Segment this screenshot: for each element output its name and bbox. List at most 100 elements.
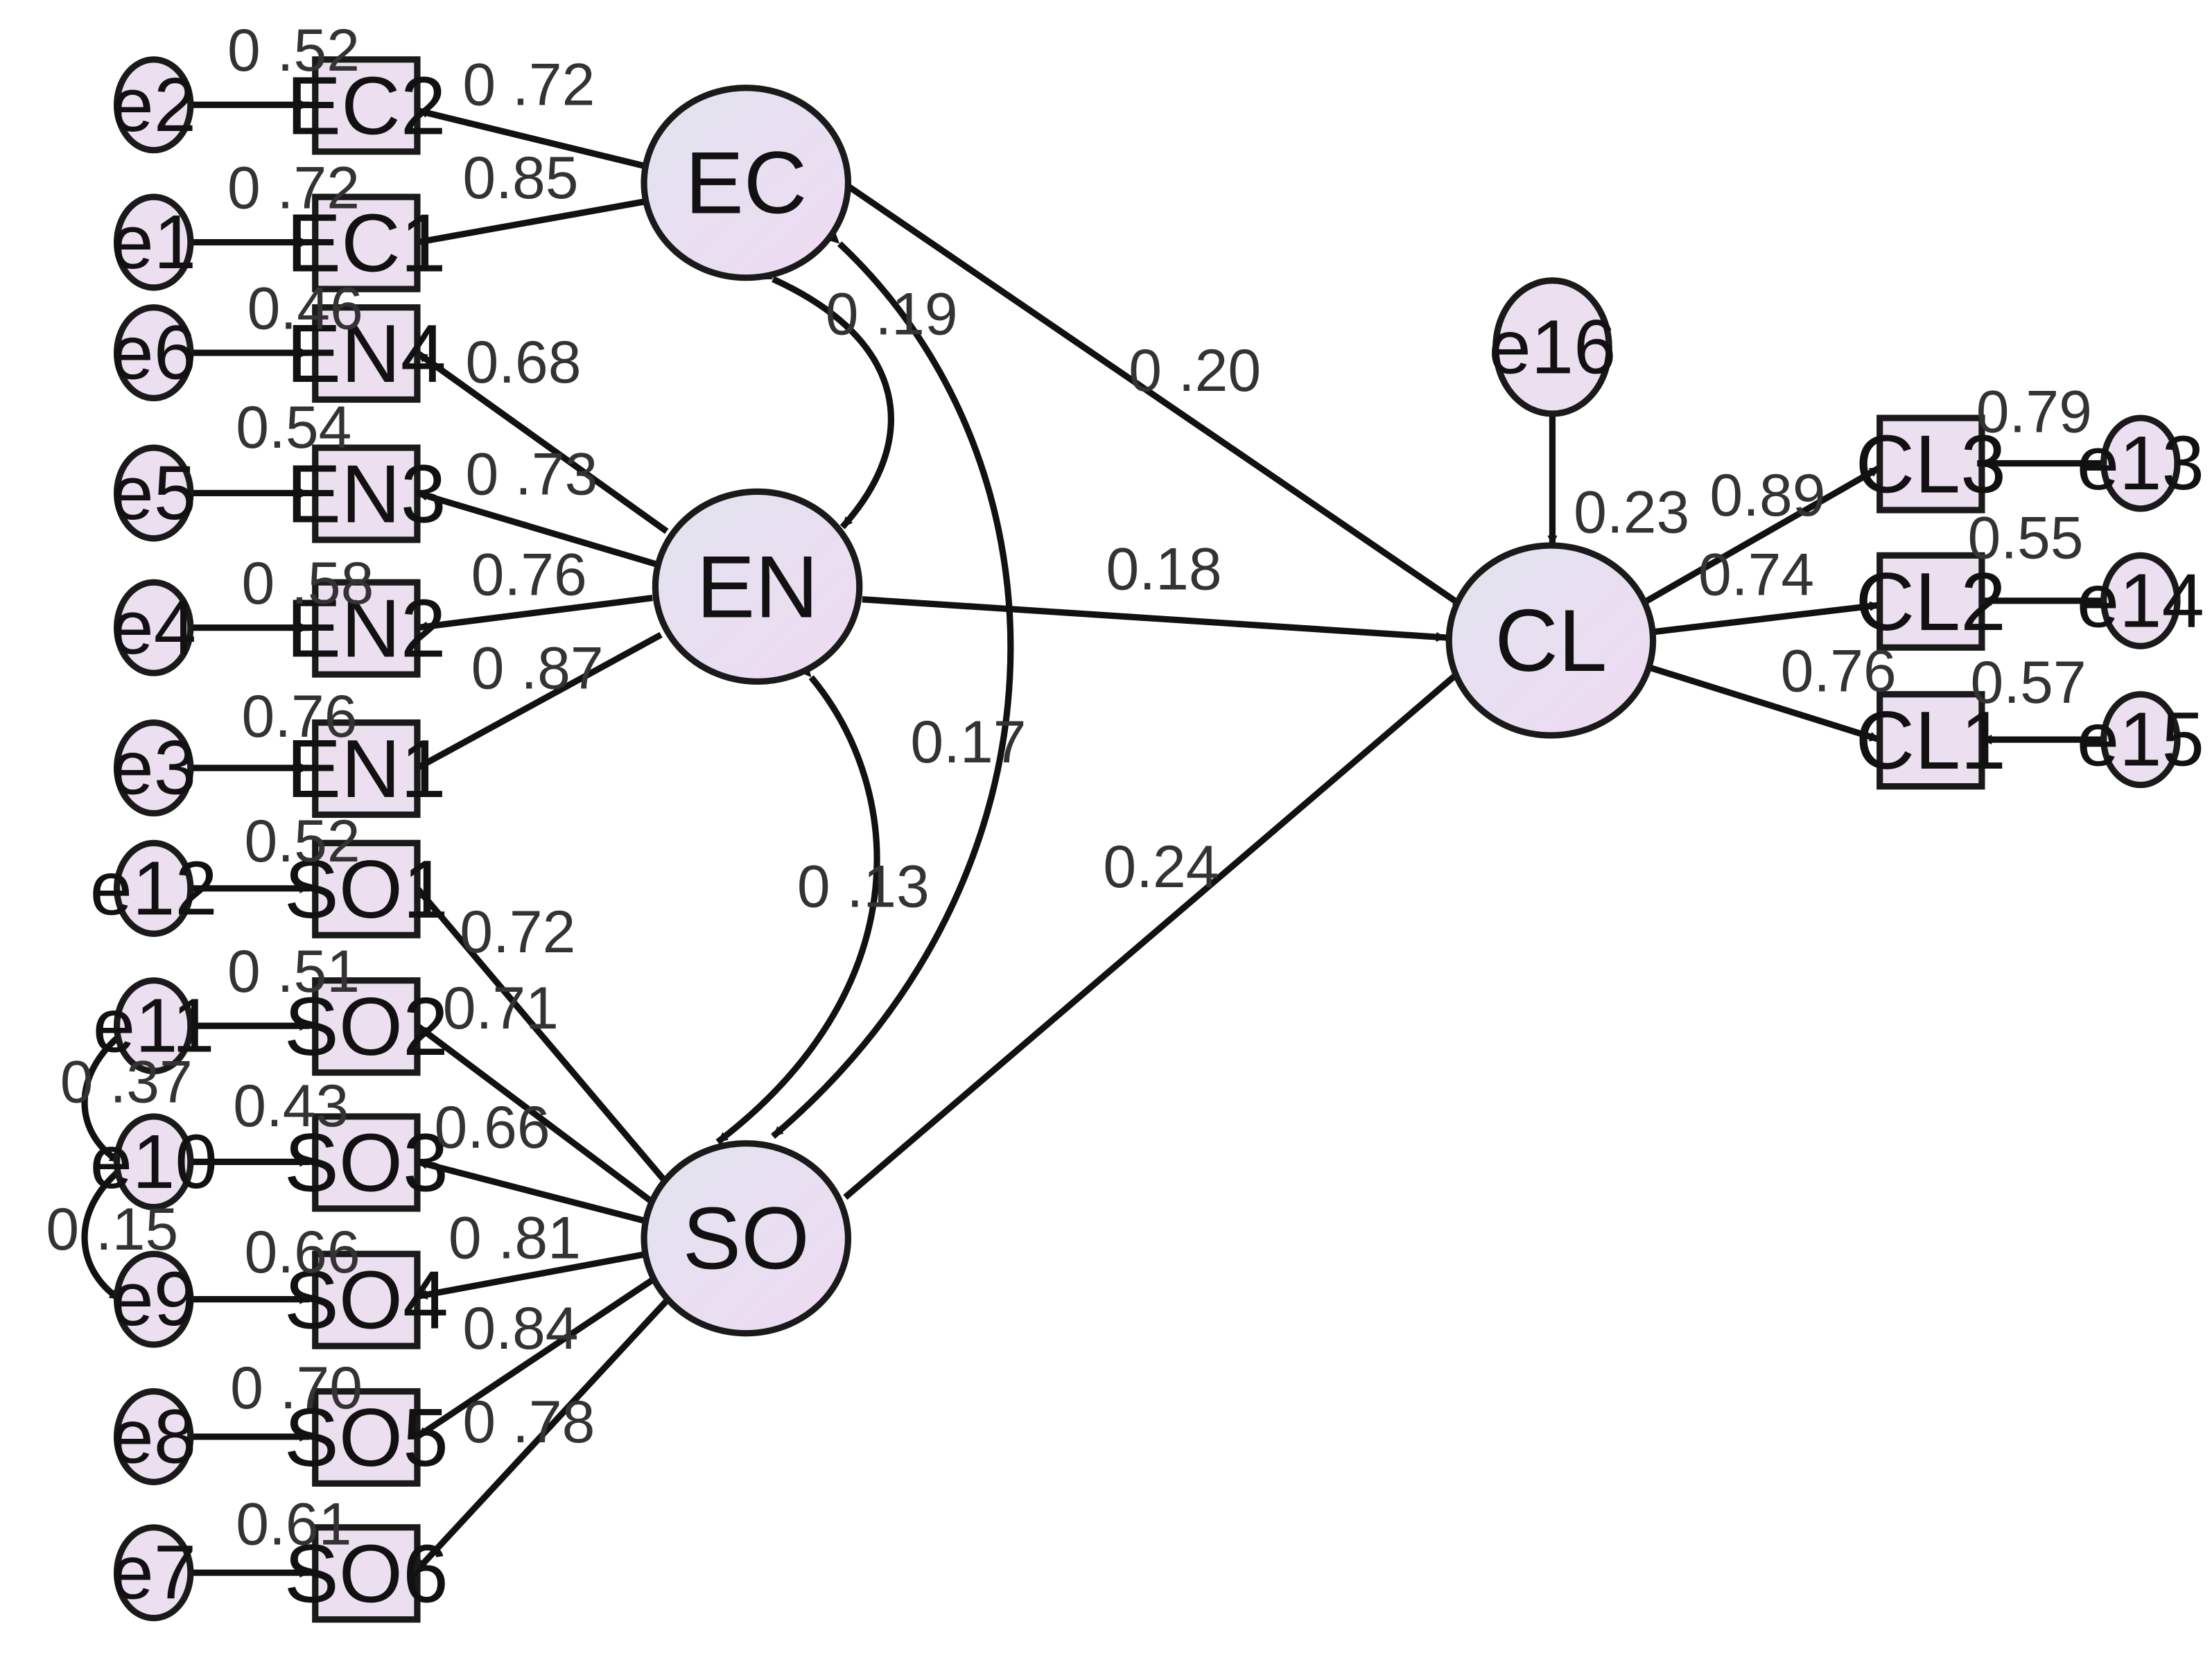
- indicator-cl2: CL2: [1856, 552, 2006, 651]
- cov-ec-so: [771, 233, 1014, 1139]
- cov-en-so-label: 0 .13: [797, 853, 930, 920]
- edge-cl-cl1: [1643, 663, 1881, 743]
- error-e10: e10: [90, 1113, 218, 1211]
- indicator-label: CL3: [1856, 419, 2007, 511]
- error-label: e15: [2077, 697, 2204, 782]
- r2-ec2: 0 .52: [227, 17, 360, 84]
- loading-en3: 0 .73: [465, 441, 598, 507]
- path-en-cl: 0.18: [1106, 536, 1222, 602]
- indicator-so2: SO2: [284, 977, 449, 1076]
- edge-ec-cl: [843, 181, 1465, 609]
- edge-en-cl: [862, 596, 1447, 642]
- loading-en2: 0.76: [471, 542, 587, 609]
- coefficient-labels: 0 .52 0 .72 0.46 0.54 0 .58 0.76 0.52 0 …: [46, 17, 2091, 1557]
- error-label: e3: [111, 726, 196, 811]
- r2-so5: 0 .70: [230, 1355, 363, 1422]
- error-label: e8: [111, 1394, 196, 1479]
- latent-label: EN: [697, 537, 819, 636]
- edge-en-en4: [415, 350, 669, 534]
- indicator-so4: SO4: [284, 1250, 449, 1349]
- latent-en: EN: [652, 488, 863, 685]
- loading-ec1: 0.85: [462, 145, 578, 211]
- edge-so-so6: [415, 1298, 670, 1573]
- loading-cl1: 0.76: [1781, 638, 1897, 705]
- indicator-label: EC1: [286, 198, 446, 290]
- loading-so5: 0.84: [462, 1295, 578, 1362]
- loading-so1: 0.72: [460, 899, 575, 965]
- edge-en-en2: [417, 595, 653, 631]
- r2-so2: 0 .51: [227, 938, 360, 1005]
- indicator-en2: EN2: [286, 579, 446, 678]
- indicator-so3: SO3: [284, 1113, 449, 1212]
- indicators: EC2 EC1 EN4 EN3 EN2 EN1 SO1 SO2 SO3 SO4 …: [284, 56, 2007, 1623]
- r2-so3: 0.43: [233, 1073, 349, 1139]
- error-e9: e9: [111, 1250, 196, 1348]
- indicator-label: EN1: [286, 724, 446, 815]
- edge-so-so1: [415, 886, 670, 1185]
- edge-so-cl: [843, 666, 1465, 1200]
- edge-so-so2: [415, 1023, 658, 1207]
- path-so-cl: 0.24: [1103, 834, 1219, 900]
- error-label: e10: [90, 1119, 218, 1205]
- cov-e11-e10: [81, 1025, 131, 1165]
- indicator-en3: EN3: [286, 444, 446, 543]
- indicator-label: SO2: [284, 981, 449, 1073]
- loading-cl2: 0.74: [1698, 542, 1814, 609]
- indicator-label: SO5: [284, 1392, 449, 1484]
- r2-cl2: 0.55: [1967, 505, 2083, 571]
- indicator-label: CL1: [1856, 695, 2007, 787]
- edges: [81, 100, 2104, 1578]
- indicator-label: SO6: [284, 1528, 449, 1620]
- indicator-cl3: CL3: [1856, 414, 2007, 514]
- indicator-label: EC2: [286, 60, 446, 152]
- latent-cl: CL: [1445, 542, 1657, 739]
- error-label: e14: [2077, 558, 2204, 643]
- indicator-label: EN3: [286, 448, 446, 540]
- edge-so-so4: [417, 1250, 647, 1300]
- error-e8: e8: [111, 1388, 196, 1485]
- r2-ec1: 0 .72: [227, 155, 360, 222]
- loading-so2: 0.71: [443, 975, 559, 1042]
- error-e14: e14: [2077, 552, 2204, 649]
- error-terms: e2 e1 e6 e5 e4 e3 e12 e11 e10 e9 e8 e7 e…: [90, 56, 2204, 1622]
- edge-cl-cl3: [1643, 464, 1881, 605]
- error-e1: e1: [111, 193, 196, 291]
- path-ec-cl: 0 .20: [1129, 338, 1261, 404]
- indicator-ec2: EC2: [286, 56, 446, 155]
- r2-cl: 0.23: [1574, 480, 1689, 546]
- error-label: e6: [111, 310, 196, 396]
- edge-en-en1: [415, 631, 663, 771]
- cov-ec-en-label: 0 .19: [826, 281, 958, 347]
- error-e6: e6: [111, 304, 196, 402]
- indicator-label: EN2: [286, 584, 446, 675]
- latent-so: SO: [641, 1140, 852, 1337]
- error-label: e11: [93, 983, 215, 1069]
- edge-en-en3: [416, 490, 656, 568]
- r2-en1: 0.76: [241, 683, 357, 750]
- indicator-label: SO1: [284, 844, 449, 936]
- error-label: e13: [2077, 421, 2204, 506]
- latent-variables: EC EN SO CL: [641, 85, 1657, 1337]
- error-e3: e3: [111, 719, 196, 817]
- edge-so-so5: [415, 1275, 657, 1440]
- latent-label: CL: [1495, 591, 1607, 690]
- loading-ec2: 0 .72: [462, 51, 595, 118]
- error-e15: e15: [2077, 691, 2204, 789]
- error-label: e16: [1488, 304, 1616, 390]
- edge-so-so3: [416, 1158, 648, 1225]
- r2-en3: 0.54: [236, 394, 351, 461]
- latent-ec: EC: [641, 85, 852, 281]
- indicator-label: EN4: [286, 308, 446, 400]
- indicator-label: SO3: [284, 1117, 449, 1209]
- indicator-en1: EN1: [286, 719, 446, 819]
- loading-so6: 0 .78: [462, 1389, 595, 1455]
- cov-e11-e10-label: 0 .37: [60, 1049, 193, 1115]
- r2-cl3: 0.79: [1976, 379, 2092, 446]
- loading-cl3: 0.89: [1709, 462, 1825, 529]
- r2-en2: 0 .58: [241, 550, 374, 617]
- r2-so6: 0.61: [236, 1491, 351, 1557]
- edge-ec-ec2: [416, 107, 651, 170]
- indicator-so1: SO1: [284, 839, 449, 938]
- indicator-so6: SO6: [284, 1524, 449, 1623]
